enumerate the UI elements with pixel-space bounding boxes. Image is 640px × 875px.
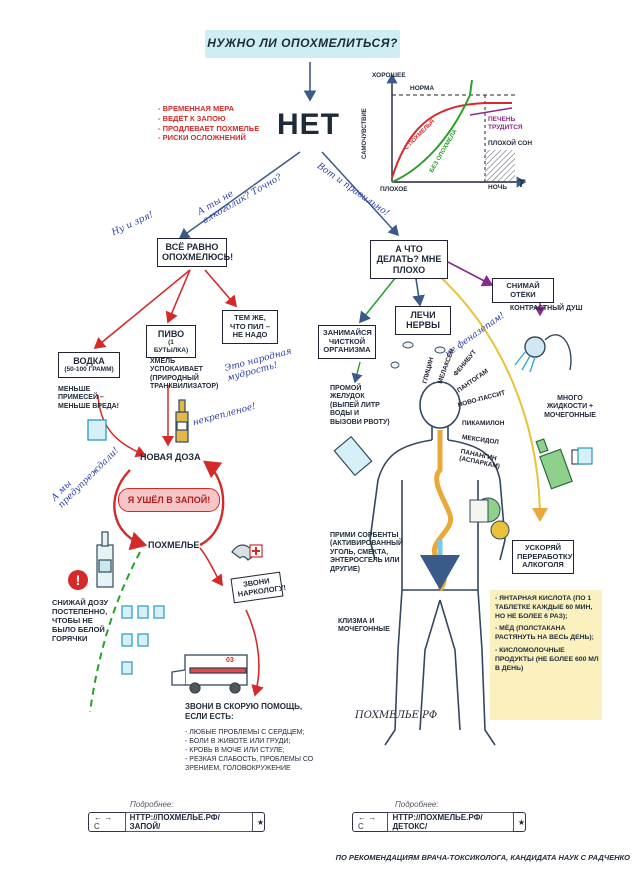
phone-icon bbox=[231, 544, 263, 561]
ambulance-list: - ЛЮБЫЕ ПРОБЛЕМЫ С СЕРДЦЕМ; - БОЛИ В ЖИВ… bbox=[185, 728, 315, 773]
ambulance-title: ЗВОНИ В СКОРУЮ ПОМОЩЬ, ЕСЛИ ЕСТЬ: bbox=[185, 702, 303, 721]
reason-item: - ВЕДЁТ К ЗАПОЮ bbox=[158, 113, 226, 123]
vodka-sub: (50-100 ГРАММ) bbox=[64, 366, 114, 374]
ambulance-item: - БОЛИ В ЖИВОТЕ ИЛИ ГРУДИ; bbox=[185, 738, 291, 746]
shower-note: КОНТРАСТНЫЙ ДУШ bbox=[510, 305, 583, 312]
graph-liver: ПЕЧЕНЬ ТРУДИТСЯ bbox=[488, 116, 523, 131]
graph-t: t bbox=[518, 178, 525, 190]
pills-icon bbox=[390, 341, 446, 369]
cycle-hangover: ПОХМЕЛЬЕ bbox=[148, 540, 200, 550]
box-cleanse: ЗАНИМАЙСЯ ЧИСТКОЙ ОРГАНИЗМА bbox=[318, 325, 376, 359]
med-picamilon: ПИКАМИЛОН bbox=[462, 420, 505, 427]
arrow-vodka-to-dose bbox=[97, 394, 147, 458]
link-bar-right[interactable]: ← → C HTTP://ПОХМЕЛЬЕ.РФ/ДЕТОКС/ ★ bbox=[352, 812, 526, 832]
graph-y-top: ХОРОШЕЕ bbox=[372, 72, 406, 79]
arrow-to-left bbox=[178, 151, 301, 239]
box-nerves: ЛЕЧИ НЕРВЫ bbox=[395, 306, 451, 335]
speed-item: - МЁД (ПОЛСТАКАНА РАСТЯНУТЬ НА ВЕСЬ ДЕНЬ… bbox=[495, 625, 594, 642]
box-what-to-do: А ЧТО ДЕЛАТЬ? МНЕ ПЛОХО bbox=[370, 240, 448, 280]
graph-night: НОЧЬ bbox=[488, 184, 507, 191]
box-vodka: ВОДКА (50-100 ГРАММ) bbox=[58, 352, 120, 378]
graph-bad-sleep: ПЛОХОЙ СОН bbox=[488, 140, 533, 147]
speed-item: - ЯНТАРНАЯ КИСЛОТА (ПО 1 ТАБЛЕТКЕ КАЖДЫЕ… bbox=[495, 595, 593, 620]
more-label-right: Подробнее: bbox=[395, 800, 439, 809]
ambulance-badge: 03 bbox=[226, 657, 234, 664]
page-title: НУЖНО ЛИ ОПОХМЕЛИТЬСЯ? bbox=[207, 36, 398, 50]
arrow-to-cleanse bbox=[359, 271, 401, 324]
reduce-dose-note: СНИЖАЙ ДОЗУ ПОСТЕПЕННО, ЧТОБЫ НЕ БЫЛО БЕ… bbox=[52, 598, 109, 643]
nav-icons[interactable]: ← → C bbox=[94, 813, 113, 831]
speed-list: - ЯНТАРНАЯ КИСЛОТА (ПО 1 ТАБЛЕТКЕ КАЖДЫЕ… bbox=[495, 595, 600, 674]
water-note: МНОГО ЖИДКОСТИ + МОЧЕГОННЫЕ bbox=[544, 395, 596, 419]
binge-badge: Я УШЁЛ В ЗАПОЙ! bbox=[118, 488, 220, 512]
box-still-drink: ВСЁ РАВНО ОПОХМЕЛЮСЬ! bbox=[157, 238, 233, 267]
warning-icon bbox=[68, 570, 88, 590]
arrow-to-right bbox=[321, 151, 400, 237]
graph-y-bottom: ПЛОХОЕ bbox=[380, 186, 408, 193]
ambulance-item: - ЛЮБЫЕ ПРОБЛЕМЫ С СЕРДЦЕМ; bbox=[185, 729, 305, 736]
star-icon[interactable]: ★ bbox=[256, 817, 264, 827]
url-right[interactable]: HTTP://ПОХМЕЛЬЕ.РФ/ДЕТОКС/ bbox=[387, 812, 514, 832]
cycle-arrow-left bbox=[113, 469, 148, 551]
arrow-to-ambulance bbox=[245, 609, 264, 697]
beer-sub: (1 БУТЫЛКА) bbox=[153, 339, 189, 354]
reason-item: - ПРОДЛЕВАЕТ ПОХМЕЛЬЕ bbox=[158, 123, 260, 133]
shower-icon bbox=[514, 334, 572, 373]
graph-y-label: САМОЧУВСТВИЕ bbox=[361, 108, 368, 159]
beer-note: ХМЕЛЬ УСПОКАИВАЕТ (ПРИРОДНЫЙ ТРАНКВИЛИЗА… bbox=[150, 358, 219, 391]
arrow-to-narcolog bbox=[199, 547, 223, 587]
shot-glasses-icon bbox=[121, 605, 165, 675]
star-icon[interactable]: ★ bbox=[517, 817, 525, 827]
vodka-note: МЕНЬШЕ ПРИМЕСЕЙ – МЕНЬШЕ ВРЕДА! bbox=[58, 386, 120, 410]
title-highlight bbox=[205, 30, 400, 58]
vodka-title: ВОДКА bbox=[73, 356, 105, 366]
cycle-arrow-right bbox=[199, 460, 225, 547]
vodka-bottle-icon bbox=[96, 531, 114, 588]
arrow-to-vodka bbox=[93, 269, 191, 350]
nav-icons[interactable]: ← → C bbox=[358, 813, 377, 831]
reasons-list: - ВРЕМЕННАЯ МЕРА - ВЕДЁТ К ЗАПОЮ - ПРОДЛ… bbox=[158, 104, 259, 143]
arrow-to-swelling bbox=[447, 261, 494, 287]
enema-note: КЛИЗМА И МОЧЕГОННЫЕ bbox=[338, 618, 390, 634]
stomach-water-bottle-icon bbox=[333, 435, 373, 477]
box-beer: ПИВО (1 БУТЫЛКА) bbox=[146, 325, 196, 359]
food-icon bbox=[469, 497, 510, 540]
feeling-graph bbox=[386, 73, 527, 188]
box-same-drink: ТЕМ ЖЕ, ЧТО ПИЛ – НЕ НАДО bbox=[222, 310, 278, 344]
arrow-to-stomach bbox=[351, 361, 363, 384]
speed-item: - КИСЛОМОЛОЧНЫЕ ПРОДУКТЫ (НЕ БОЛЕЕ 600 М… bbox=[495, 647, 599, 672]
answer-no: НЕТ bbox=[277, 108, 340, 141]
svg-text:!: ! bbox=[76, 572, 81, 588]
ambulance-item: - РЕЗКАЯ СЛАБОСТЬ, ПРОБЛЕМЫ СО ЗРЕНИЕМ, … bbox=[185, 756, 314, 773]
url-left[interactable]: HTTP://ПОХМЕЛЬЕ.РФ/ЗАПОЙ/ bbox=[124, 812, 253, 832]
vodka-glass-icon bbox=[87, 419, 107, 441]
signature: ПОХМЕЛЬЕ.РФ bbox=[355, 710, 438, 721]
more-label-left: Подробнее: bbox=[130, 800, 174, 809]
ambulance-item: - КРОВЬ В МОЧЕ ИЛИ СТУЛЕ; bbox=[185, 747, 285, 755]
beer-title: ПИВО bbox=[157, 329, 185, 339]
arrow-to-beer bbox=[165, 269, 191, 324]
footer-credit: ПО РЕКОМЕНДАЦИЯМ ВРАЧА-ТОКСИКОЛОГА, КАНД… bbox=[335, 853, 630, 862]
reason-item: - ВРЕМЕННАЯ МЕРА bbox=[158, 104, 234, 113]
box-swelling: СНИМАЙ ОТЁКИ bbox=[492, 278, 554, 304]
arrow-to-same bbox=[204, 269, 238, 308]
sorbents-note: ПРИМИ СОРБЕНТЫ (АКТИВИРОВАННЫЙ УГОЛЬ, СМ… bbox=[330, 532, 404, 573]
beer-bottle-icon bbox=[175, 399, 189, 443]
reason-item: - РИСКИ ОСЛОЖНЕНИЙ bbox=[158, 133, 246, 143]
graph-norm: НОРМА bbox=[410, 85, 435, 92]
ambulance-icon bbox=[171, 654, 248, 694]
arrow-to-speed bbox=[434, 271, 548, 522]
box-speed-up: УСКОРЯЙ ПЕРЕРАБОТКУ АЛКОГОЛЯ bbox=[512, 540, 574, 574]
stomach-note: ПРОМОЙ ЖЕЛУДОК (ВЫПЕЙ ЛИТР ВОДЫ И ВЫЗОВИ… bbox=[330, 385, 390, 426]
link-bar-left[interactable]: ← → C HTTP://ПОХМЕЛЬЕ.РФ/ЗАПОЙ/ ★ bbox=[88, 812, 265, 832]
cycle-new-dose: НОВАЯ ДОЗА bbox=[140, 452, 201, 462]
arrow-reduce-dashed bbox=[89, 551, 141, 713]
mug-icon bbox=[577, 447, 593, 465]
